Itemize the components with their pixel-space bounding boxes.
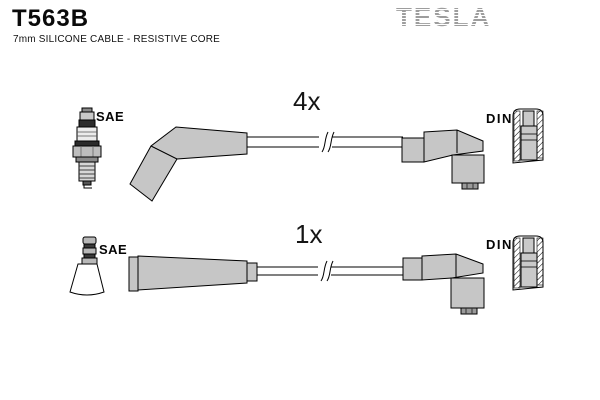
row1-quantity-label: 4x bbox=[293, 86, 321, 116]
row2-sae-label: SAE bbox=[99, 242, 128, 257]
din-boot-block bbox=[451, 154, 485, 184]
din-boot-tip bbox=[461, 182, 479, 190]
din-terminal-cross-section-icon bbox=[512, 108, 544, 164]
cable-straight-boot bbox=[128, 253, 485, 315]
cable-elbow-boot bbox=[129, 126, 485, 202]
spark-plug-icon bbox=[72, 107, 102, 189]
row2-quantity-label: 1x bbox=[295, 219, 323, 249]
row1-sae-label: SAE bbox=[96, 109, 125, 124]
wire-break-slash bbox=[321, 131, 329, 153]
boot-body bbox=[137, 255, 248, 291]
din-boot-body bbox=[421, 253, 484, 281]
ferrule bbox=[402, 257, 423, 281]
part-description: 7mm SILICONE CABLE - RESISTIVE CORE bbox=[13, 34, 221, 45]
coil-boot-cone-icon bbox=[69, 236, 105, 296]
ferrule bbox=[401, 137, 425, 163]
boot-flange bbox=[128, 256, 139, 292]
tesla-brand-logo: TESLA bbox=[396, 2, 492, 32]
wire-break-slash bbox=[327, 131, 335, 153]
wire-break-slash bbox=[326, 260, 334, 282]
din-terminal-cross-section-icon bbox=[512, 235, 544, 291]
part-number: T563B bbox=[12, 5, 90, 32]
wire-break-slash bbox=[320, 260, 328, 282]
row2-din-label: DIN bbox=[486, 237, 513, 252]
boot-collar bbox=[246, 262, 258, 282]
row1-din-label: DIN bbox=[486, 111, 513, 126]
din-boot-block bbox=[450, 277, 485, 309]
din-boot-tip bbox=[460, 307, 478, 315]
